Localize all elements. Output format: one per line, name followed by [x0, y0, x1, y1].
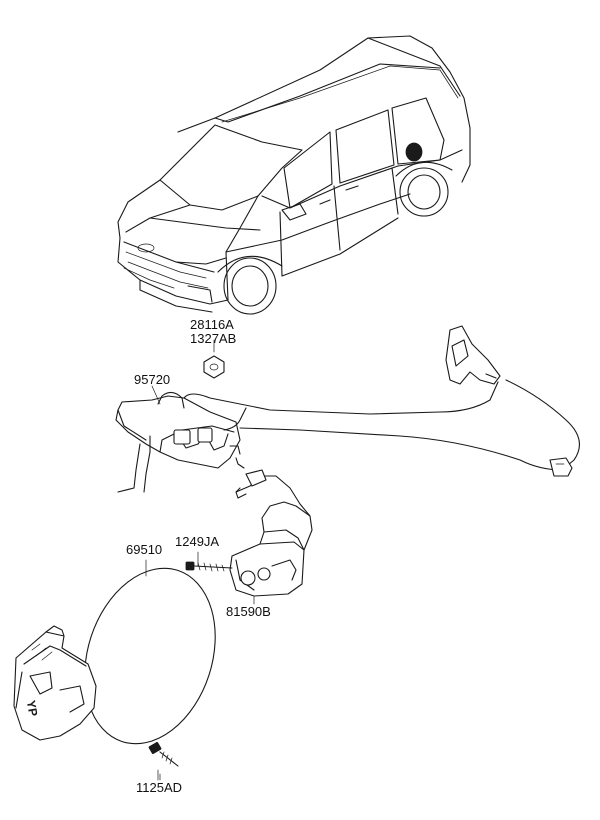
leader-lines — [145, 339, 255, 781]
label-1327ab: 1327AB — [190, 331, 236, 346]
release-cable-icon — [183, 379, 580, 477]
fuel-door-icon: YP — [13, 567, 216, 745]
release-lever-icon — [445, 325, 501, 385]
minivan-icon — [117, 35, 471, 315]
svg-text:YP: YP — [24, 699, 41, 717]
fuel-door-actuator-icon — [229, 469, 313, 597]
bolt-icon — [148, 742, 179, 781]
label-81590b: 81590B — [226, 604, 271, 619]
label-1125ad: 1125AD — [136, 780, 182, 795]
fuel-filler-housing-icon — [115, 391, 245, 493]
label-28116a: 28116A — [190, 317, 234, 332]
label-69510: 69510 — [126, 542, 162, 557]
nut-icon — [203, 345, 225, 379]
screw-icon — [185, 561, 233, 572]
label-1249ja: 1249JA — [175, 534, 219, 549]
label-95720: 95720 — [134, 372, 170, 387]
